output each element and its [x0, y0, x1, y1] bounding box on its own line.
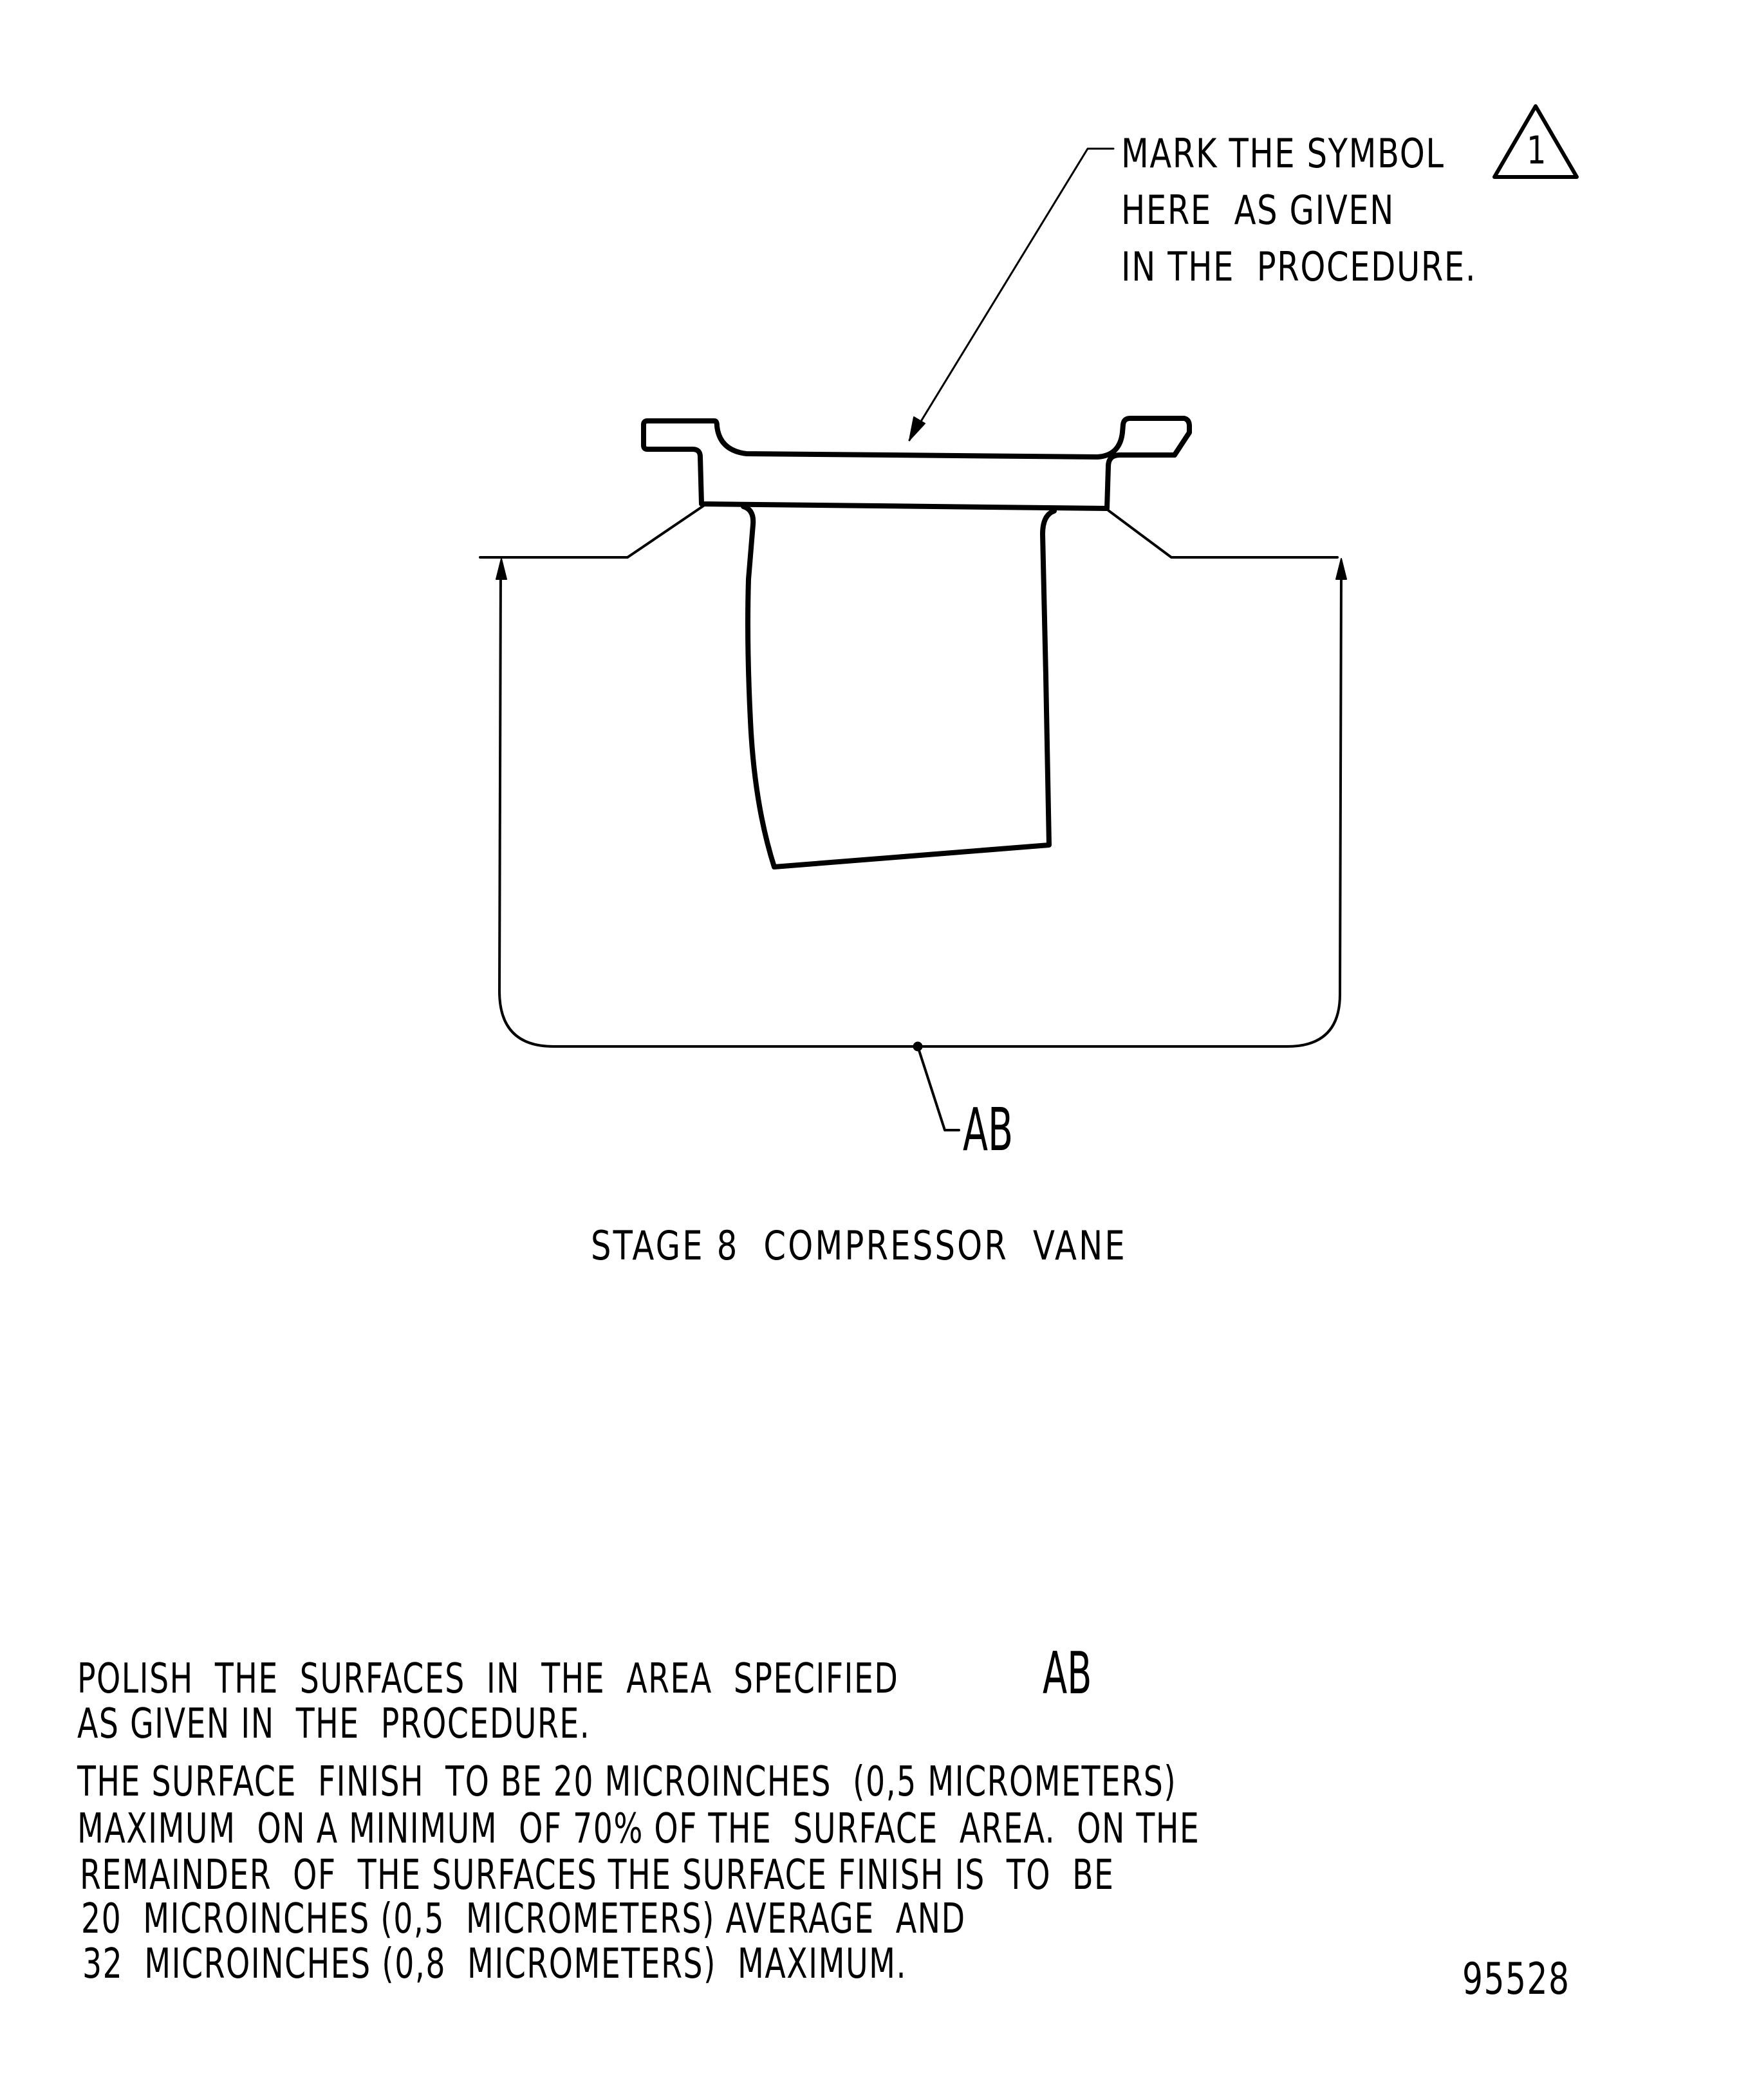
note-line-6: 20 MICROINCHES (0,5 MICROMETERS) AVERAGE… — [81, 1895, 966, 1943]
left-flowpath-line — [479, 505, 705, 559]
vane-blade-outline — [741, 504, 1057, 869]
symbol-triangle-icon — [1492, 104, 1579, 179]
callout-line-1: MARK THE SYMBOL — [1121, 130, 1445, 177]
symbol-callout-leader — [908, 147, 1115, 441]
right-arrowhead — [1335, 558, 1347, 580]
area-ab-label: AB — [963, 1095, 1014, 1164]
ab-leader-line — [916, 1045, 960, 1131]
callout-line-3: IN THE PROCEDURE. — [1121, 243, 1477, 290]
vane-platform-outline — [641, 416, 1192, 511]
figure-number: 95528 — [1462, 1954, 1570, 2005]
figure-caption: STAGE 8 COMPRESSOR VANE — [591, 1222, 1127, 1269]
right-flowpath-line — [1107, 509, 1339, 559]
callout-arrowhead — [909, 416, 925, 441]
note-area-ab: AB — [1043, 1640, 1092, 1707]
note-line-7: 32 MICROINCHES (0,8 MICROMETERS) MAXIMUM… — [82, 1940, 907, 1988]
note-line-4: MAXIMUM ON A MINIMUM OF 70% OF THE SURFA… — [77, 1805, 1200, 1853]
left-arrowhead — [496, 558, 507, 580]
note-line-1: POLISH THE SURFACES IN THE AREA SPECIFIE… — [77, 1655, 899, 1703]
callout-line-2: HERE AS GIVEN — [1121, 187, 1395, 234]
area-ab-bracket — [498, 565, 1343, 1048]
symbol-number: 1 — [1527, 128, 1548, 173]
note-line-5: REMAINDER OF THE SURFACES THE SURFACE FI… — [80, 1852, 1115, 1899]
note-line-2: AS GIVEN IN THE PROCEDURE. — [77, 1700, 591, 1748]
note-line-3: THE SURFACE FINISH TO BE 20 MICROINCHES … — [77, 1758, 1177, 1806]
